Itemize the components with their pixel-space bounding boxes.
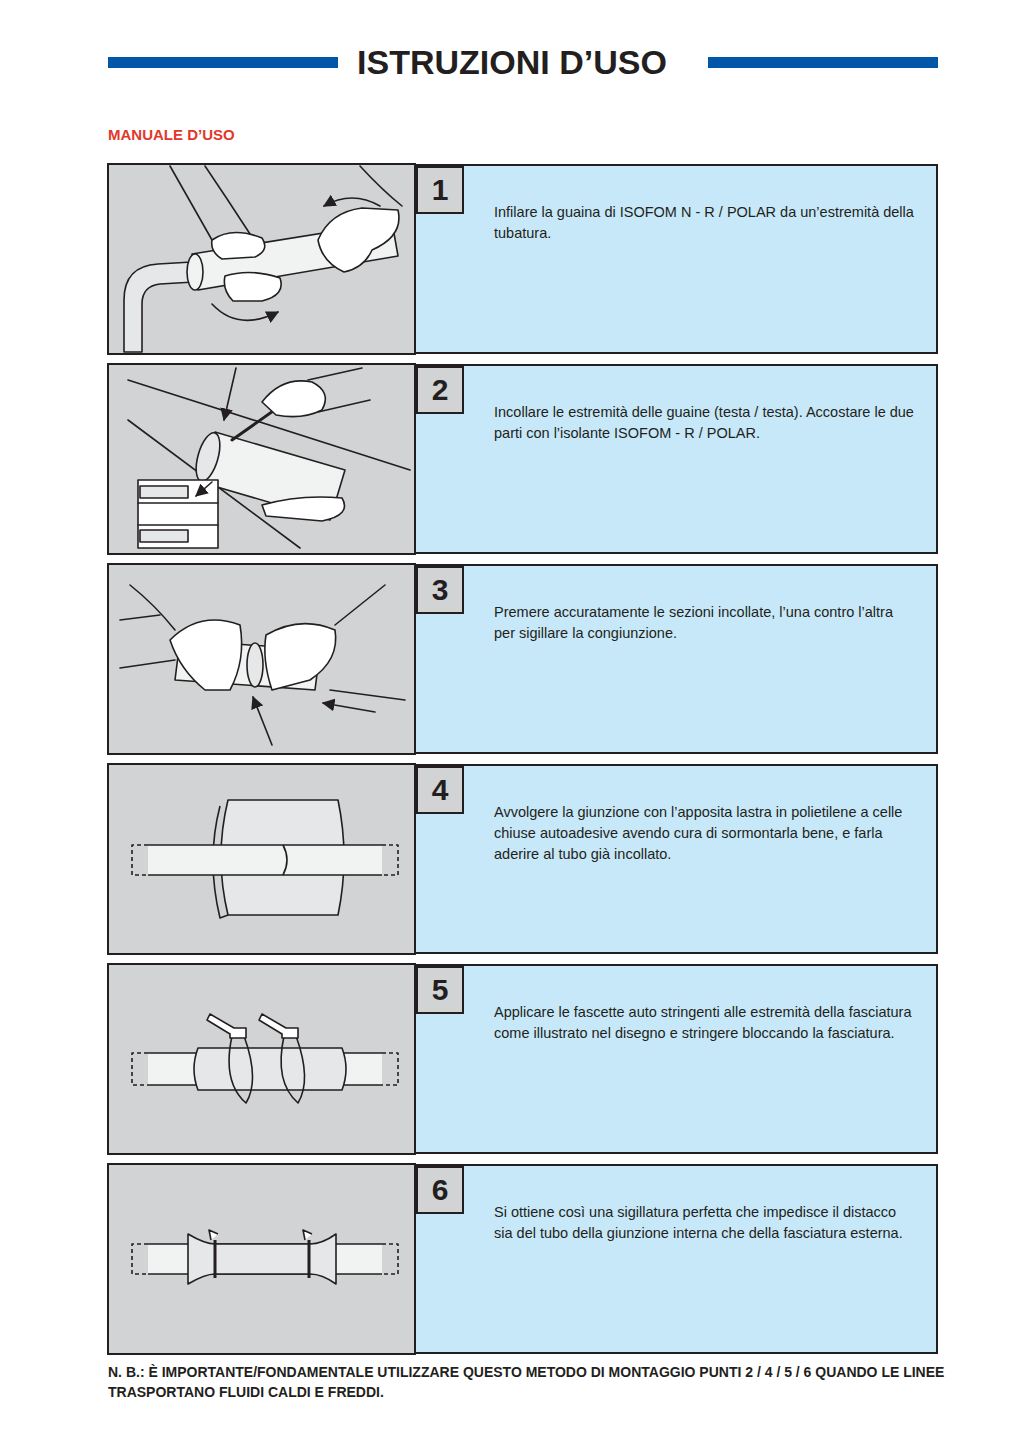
pointer-arrow	[323, 703, 375, 712]
instruction-text: Premere accuratamente le sezioni incolla…	[494, 602, 914, 644]
inset-pipe	[140, 486, 188, 498]
sleeve-end	[191, 430, 224, 484]
instruction-text: Infilare la guaina di ISOFOM N - R / POL…	[494, 202, 914, 244]
cable-tie	[229, 1036, 252, 1103]
instruction-panel: Infilare la guaina di ISOFOM N - R / POL…	[414, 164, 938, 354]
step-number-box: 1	[416, 166, 464, 214]
picture-panel	[108, 564, 415, 754]
instruction-text: Incollare le estremità delle guaine (tes…	[494, 402, 914, 444]
inset-line	[138, 503, 218, 525]
sealed-wrap	[188, 1234, 336, 1284]
pipe-continuation	[132, 845, 398, 875]
sleeve	[200, 432, 345, 520]
joint	[247, 643, 263, 687]
step-number: 6	[432, 1173, 449, 1207]
inset-arrow	[196, 482, 212, 496]
pointer-arrow	[224, 368, 236, 420]
step4-drawing	[132, 800, 398, 918]
step-number: 5	[432, 973, 449, 1007]
wrap-sheet	[194, 1048, 346, 1090]
step-number: 3	[432, 573, 449, 607]
cable-tie	[215, 1240, 309, 1278]
pointer-arrow	[253, 697, 272, 745]
surface-edge	[128, 380, 410, 548]
picture-panels	[108, 164, 415, 1354]
instruction-text: Avvolgere la giunzione con l’apposita la…	[494, 802, 914, 865]
instruction-panel: Si ottiene così una sigillatura perfetta…	[414, 1164, 938, 1354]
arm	[130, 585, 385, 630]
pipe-fill	[148, 845, 382, 875]
instruction-panel: Incollare le estremità delle guaine (tes…	[414, 364, 938, 554]
rotation-arrow	[324, 198, 380, 206]
instruction-text: Applicare le fascette auto stringenti al…	[494, 1002, 914, 1044]
cable-tie-tail	[259, 1014, 286, 1034]
hand	[224, 272, 281, 301]
step6-drawing	[132, 1230, 398, 1284]
cable-tie-head	[209, 1230, 312, 1240]
section-heading: MANUALE D’USO	[108, 126, 235, 144]
instruction-panel: Avvolgere la giunzione con l’apposita la…	[414, 764, 938, 954]
pipe	[124, 262, 194, 352]
step-number-box: 6	[416, 1166, 464, 1214]
hand	[265, 624, 336, 690]
hand	[170, 620, 242, 690]
step-number: 2	[432, 373, 449, 407]
cable-tie	[281, 1036, 304, 1103]
hand	[212, 232, 265, 259]
picture-panel	[108, 364, 415, 554]
picture-panel	[108, 764, 415, 954]
step-number: 4	[432, 773, 449, 807]
step5-drawing	[132, 1014, 398, 1103]
pipe	[148, 845, 382, 875]
hand	[262, 497, 345, 521]
rotation-arrow	[212, 304, 278, 320]
picture-panel	[108, 964, 415, 1154]
step2-drawing	[128, 368, 410, 548]
step-number-box: 5	[416, 966, 464, 1014]
hand	[318, 208, 399, 272]
step-number-box: 4	[416, 766, 464, 814]
sleeve-end	[187, 254, 203, 290]
step-number-box: 3	[416, 566, 464, 614]
footnote: N. B.: È IMPORTANTE/FONDAMENTALE UTILIZZ…	[108, 1362, 968, 1402]
instruction-panel: Premere accuratamente le sezioni incolla…	[414, 564, 938, 754]
title-bar	[708, 57, 938, 68]
arm	[308, 368, 370, 412]
step-number-box: 2	[416, 366, 464, 414]
surface-edge	[120, 615, 405, 700]
inset-pipe	[140, 530, 188, 542]
arm	[170, 166, 250, 240]
hand	[262, 381, 325, 417]
step-number: 1	[432, 173, 449, 207]
inset-frame	[138, 480, 218, 548]
instruction-text: Si ottiene così una sigillatura perfetta…	[494, 1202, 914, 1244]
joint	[283, 845, 287, 875]
picture-panel	[108, 1164, 415, 1354]
picture-panel	[108, 164, 415, 354]
step3-drawing	[120, 585, 405, 745]
instruction-panel: Applicare le fascette auto stringenti al…	[414, 964, 938, 1154]
page-title: ISTRUZIONI D’USO	[0, 42, 1024, 82]
step1-drawing	[124, 166, 402, 352]
cable-tie-tail	[207, 1014, 234, 1034]
title-bar	[108, 57, 338, 68]
